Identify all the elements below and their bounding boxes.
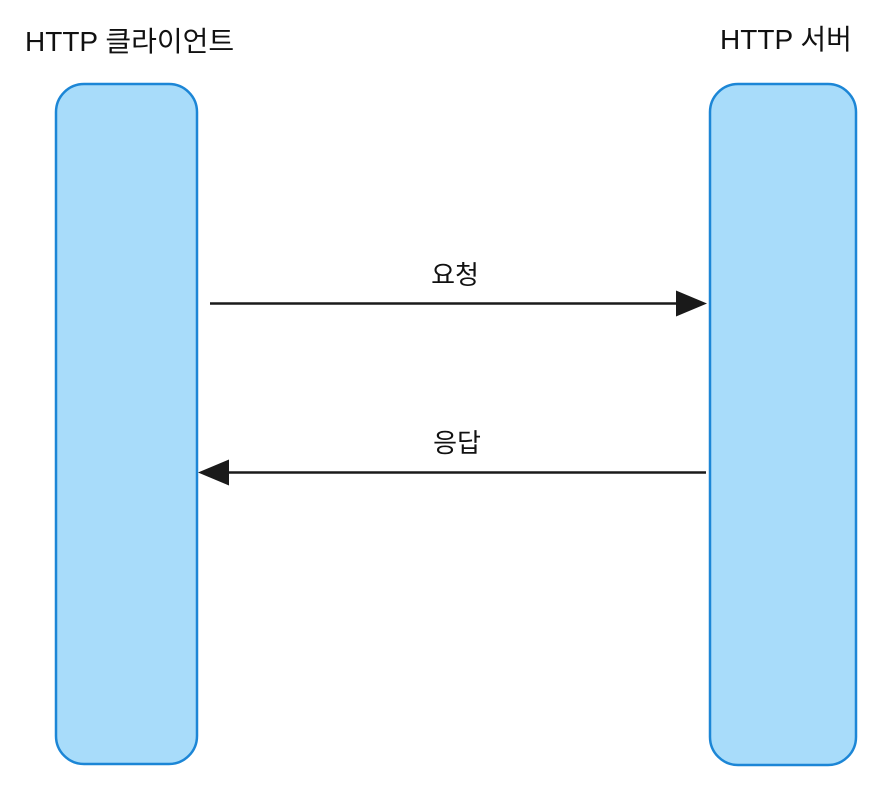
response-arrowhead-icon	[198, 459, 229, 486]
server-title: HTTP 서버	[720, 24, 852, 55]
client-title: HTTP 클라이언트	[25, 26, 234, 57]
request-label: 요청	[431, 260, 479, 290]
response-label: 응답	[433, 428, 481, 458]
client-lifeline	[54, 82, 199, 766]
server-lifeline	[708, 82, 858, 767]
request-arrowhead-icon	[676, 290, 707, 317]
